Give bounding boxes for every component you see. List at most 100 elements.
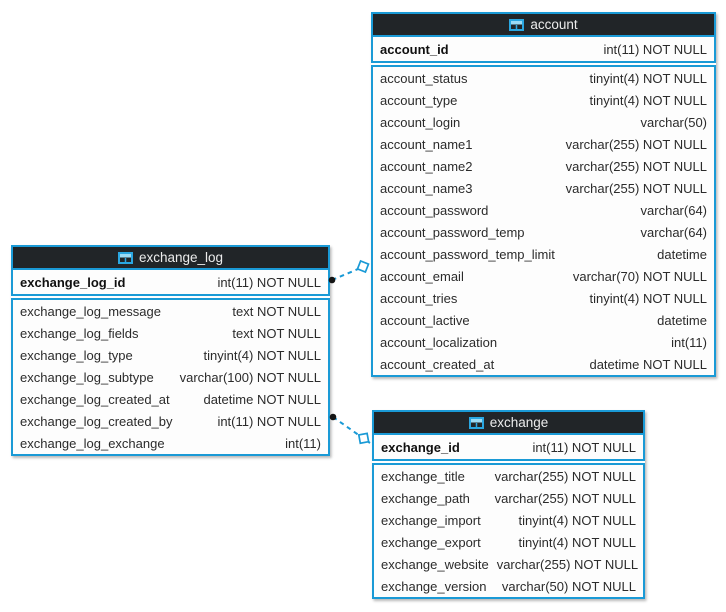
field-name: account_tries xyxy=(380,290,458,306)
field-row[interactable]: account_lactive datetime xyxy=(373,309,714,331)
field-type: varchar(255) NOT NULL xyxy=(494,468,636,484)
field-name: account_localization xyxy=(380,334,498,350)
pk-name: account_id xyxy=(380,41,449,57)
field-name: exchange_log_created_at xyxy=(20,391,170,407)
pk-name: exchange_id xyxy=(381,439,460,455)
field-type: varchar(50) xyxy=(640,114,707,130)
field-type: int(11) xyxy=(285,435,321,451)
field-type: varchar(100) NOT NULL xyxy=(179,369,321,385)
pk-type: int(11) NOT NULL xyxy=(217,274,321,290)
field-row[interactable]: account_password_temp varchar(64) xyxy=(373,221,714,243)
field-type: tinyint(4) NOT NULL xyxy=(589,290,707,306)
field-row[interactable]: account_localization int(11) xyxy=(373,331,714,353)
field-name: exchange_log_subtype xyxy=(20,369,154,385)
table-title: exchange xyxy=(489,415,549,430)
pk-row[interactable]: exchange_log_id int(11) NOT NULL xyxy=(11,270,330,296)
field-row[interactable]: exchange_log_created_by int(11) NOT NULL xyxy=(13,410,328,432)
field-row[interactable]: account_name3 varchar(255) NOT NULL xyxy=(373,177,714,199)
field-row[interactable]: exchange_log_fields text NOT NULL xyxy=(13,322,328,344)
field-name: exchange_version xyxy=(381,578,487,594)
field-name: account_password_temp xyxy=(380,224,525,240)
field-row[interactable]: exchange_title varchar(255) NOT NULL xyxy=(374,465,643,487)
field-name: exchange_log_exchange xyxy=(20,435,165,451)
field-type: varchar(64) xyxy=(640,202,707,218)
relationship-exchange-log-exchange[interactable] xyxy=(329,413,371,445)
field-row[interactable]: account_type tinyint(4) NOT NULL xyxy=(373,89,714,111)
table-icon xyxy=(468,416,484,429)
field-row[interactable]: exchange_log_exchange int(11) xyxy=(13,432,328,454)
field-row[interactable]: exchange_path varchar(255) NOT NULL xyxy=(374,487,643,509)
field-type: datetime NOT NULL xyxy=(589,356,707,372)
field-name: exchange_path xyxy=(381,490,470,506)
table-exchange-log: exchange_log exchange_log_id int(11) NOT… xyxy=(11,245,330,456)
field-name: account_password_temp_limit xyxy=(380,246,555,262)
table-exchange-log-header[interactable]: exchange_log xyxy=(11,245,330,270)
field-name: account_lactive xyxy=(380,312,470,328)
field-type: text NOT NULL xyxy=(232,303,321,319)
table-exchange-header[interactable]: exchange xyxy=(372,410,645,435)
relationship-exchange-log-account[interactable] xyxy=(328,259,371,284)
field-name: account_type xyxy=(380,92,458,108)
field-row[interactable]: exchange_version varchar(50) NOT NULL xyxy=(374,575,643,597)
field-type: tinyint(4) NOT NULL xyxy=(589,70,707,86)
field-type: int(11) xyxy=(671,334,707,350)
field-row[interactable]: account_tries tinyint(4) NOT NULL xyxy=(373,287,714,309)
table-title: exchange_log xyxy=(138,250,224,265)
pk-row[interactable]: exchange_id int(11) NOT NULL xyxy=(372,435,645,461)
field-row[interactable]: exchange_log_subtype varchar(100) NOT NUL… xyxy=(13,366,328,388)
field-type: tinyint(4) NOT NULL xyxy=(589,92,707,108)
field-name: exchange_import xyxy=(381,512,481,528)
field-type: datetime xyxy=(657,312,707,328)
table-account-header[interactable]: account xyxy=(371,12,716,37)
field-row[interactable]: account_login varchar(50) xyxy=(373,111,714,133)
field-type: varchar(50) NOT NULL xyxy=(501,578,636,594)
pk-type: int(11) NOT NULL xyxy=(532,439,636,455)
open-diamond-marker xyxy=(357,432,370,445)
field-type: int(11) NOT NULL xyxy=(217,413,321,429)
field-name: exchange_website xyxy=(381,556,489,572)
field-type: varchar(255) NOT NULL xyxy=(494,490,636,506)
fields-section: account_status tinyint(4) NOT NULL accoun… xyxy=(371,65,716,377)
table-exchange: exchange exchange_id int(11) NOT NULL ex… xyxy=(372,410,645,599)
field-name: account_login xyxy=(380,114,461,130)
table-account: account account_id int(11) NOT NULL acco… xyxy=(371,12,716,377)
pk-type: int(11) NOT NULL xyxy=(603,41,707,57)
field-name: exchange_log_fields xyxy=(20,325,139,341)
field-name: exchange_log_created_by xyxy=(20,413,173,429)
field-name: account_name3 xyxy=(380,180,473,196)
field-type: text NOT NULL xyxy=(232,325,321,341)
field-name: exchange_title xyxy=(381,468,465,484)
field-name: account_password xyxy=(380,202,489,218)
field-type: varchar(255) NOT NULL xyxy=(565,136,707,152)
field-type: varchar(70) NOT NULL xyxy=(572,268,707,284)
field-row[interactable]: account_password varchar(64) xyxy=(373,199,714,221)
field-type: datetime NOT NULL xyxy=(203,391,321,407)
field-row[interactable]: exchange_import tinyint(4) NOT NULL xyxy=(374,509,643,531)
pk-row[interactable]: account_id int(11) NOT NULL xyxy=(371,37,716,63)
field-name: account_email xyxy=(380,268,464,284)
field-type: varchar(64) xyxy=(640,224,707,240)
field-type: varchar(255) NOT NULL xyxy=(565,158,707,174)
field-type: tinyint(4) NOT NULL xyxy=(518,534,636,550)
field-row[interactable]: account_status tinyint(4) NOT NULL xyxy=(373,67,714,89)
field-row[interactable]: exchange_log_created_at datetime NOT NULL xyxy=(13,388,328,410)
table-title: account xyxy=(530,17,578,32)
field-type: tinyint(4) NOT NULL xyxy=(518,512,636,528)
table-icon xyxy=(117,251,133,264)
pk-name: exchange_log_id xyxy=(20,274,126,290)
field-row[interactable]: account_email varchar(70) NOT NULL xyxy=(373,265,714,287)
field-name: exchange_log_type xyxy=(20,347,133,363)
connector-dot xyxy=(329,413,337,421)
field-name: account_status xyxy=(380,70,468,86)
field-type: varchar(255) NOT NULL xyxy=(565,180,707,196)
